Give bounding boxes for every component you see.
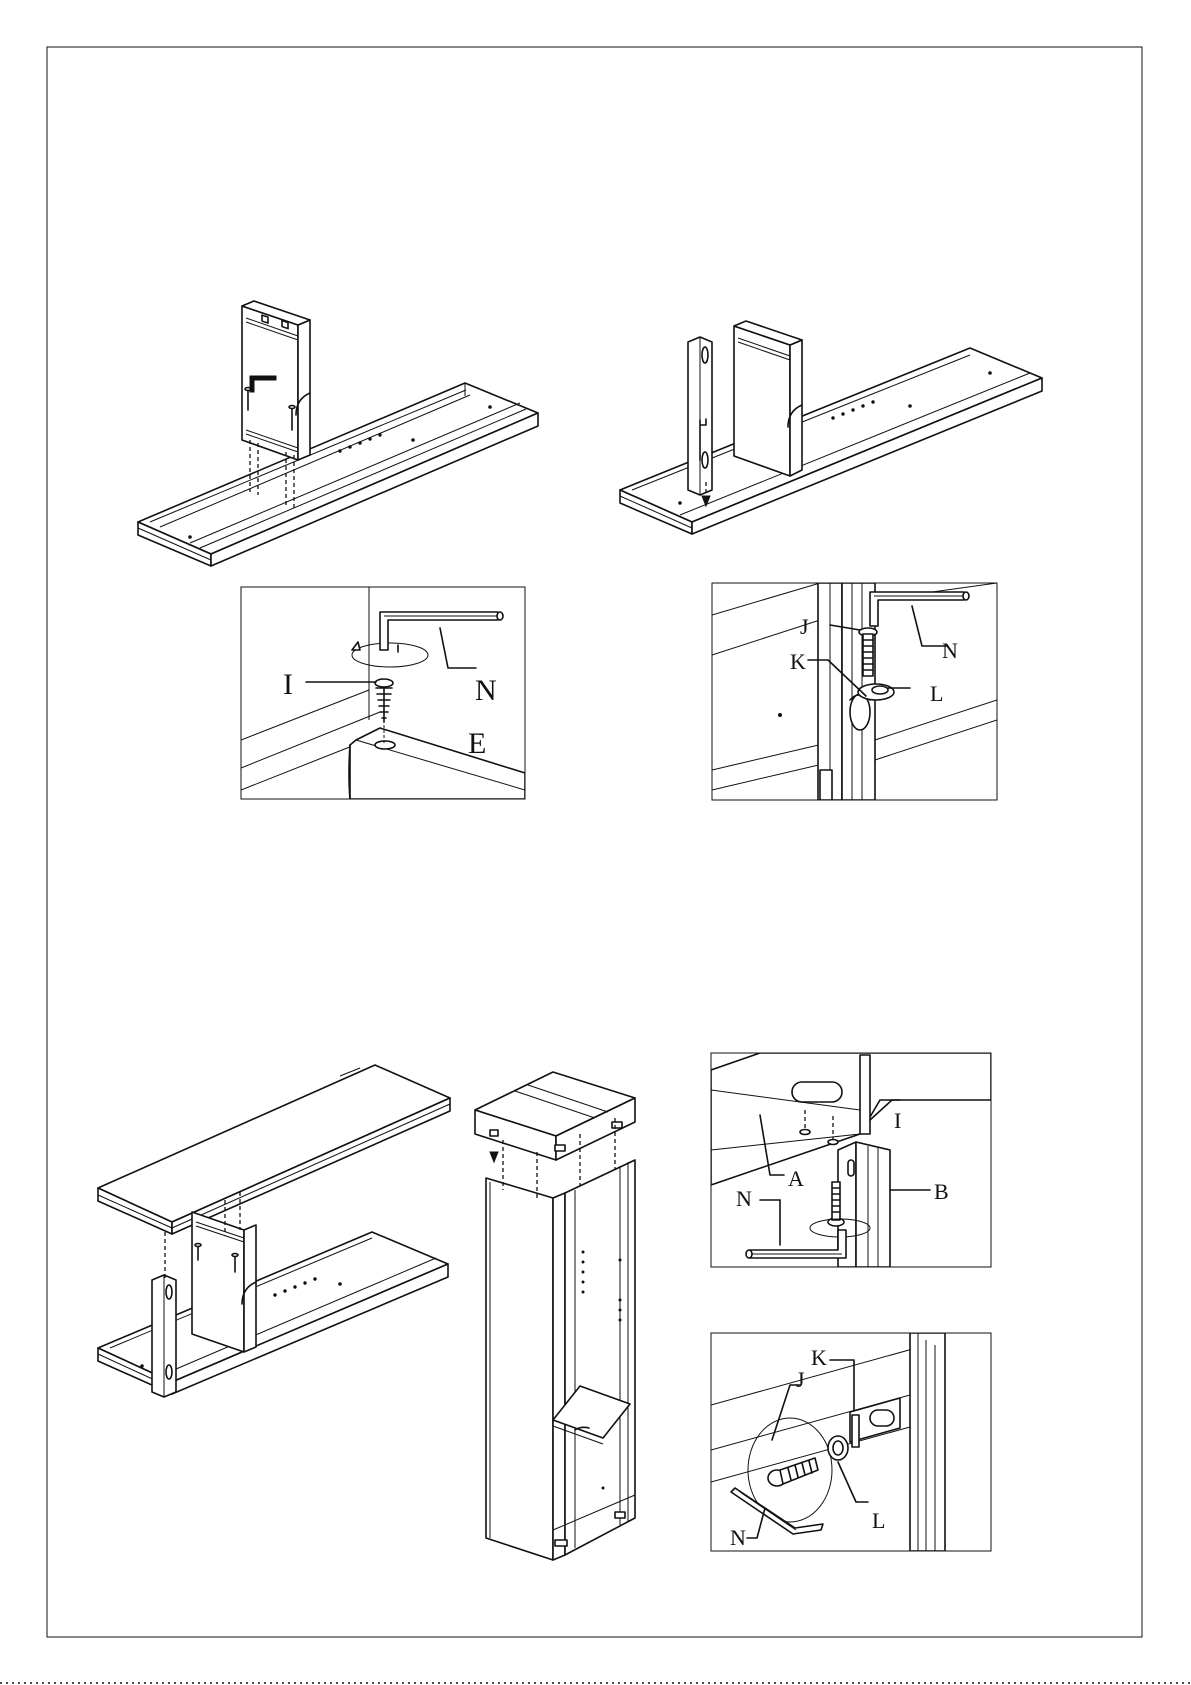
detail-panel-1: I N E [241, 587, 525, 799]
detail-panel-3: I A B N [711, 1053, 991, 1267]
cam-lock-icon [858, 684, 894, 700]
cabinet-body [486, 1160, 635, 1560]
cabinet-top [475, 1072, 635, 1160]
label-j: J [796, 1367, 805, 1392]
label-l: L [872, 1508, 885, 1533]
cam-lock-k-icon [852, 1415, 859, 1447]
step1-side-panel-onto-base [138, 301, 538, 566]
label-j: J [800, 614, 809, 639]
label-n: N [942, 638, 958, 663]
label-e: E [468, 727, 486, 760]
step3-top-panel [98, 1065, 450, 1397]
allen-key-n-icon [870, 592, 969, 626]
label-l: L [930, 681, 943, 706]
screw-i-icon [375, 679, 393, 722]
step2-second-side-panel [620, 321, 1042, 534]
top-board [98, 1065, 450, 1234]
label-i: I [283, 668, 293, 701]
new-side-panel [688, 337, 712, 495]
detail-panel-2: J K L N [712, 583, 997, 800]
label-k: K [790, 649, 806, 674]
base-frame [138, 383, 538, 566]
label-b: B [934, 1179, 949, 1204]
label-n: N [730, 1525, 746, 1550]
label-a: A [788, 1166, 804, 1191]
step4-standing-cabinet [475, 1072, 635, 1560]
detail-panel-4: K J L N [711, 1333, 991, 1551]
label-i: I [894, 1108, 901, 1133]
cam-lock-l-icon [828, 1436, 848, 1460]
cam-bolt-j-icon [768, 1458, 818, 1486]
allen-key-n-icon [746, 1230, 846, 1258]
label-n: N [475, 674, 497, 707]
label-k: K [811, 1345, 827, 1370]
label-n: N [736, 1186, 752, 1211]
